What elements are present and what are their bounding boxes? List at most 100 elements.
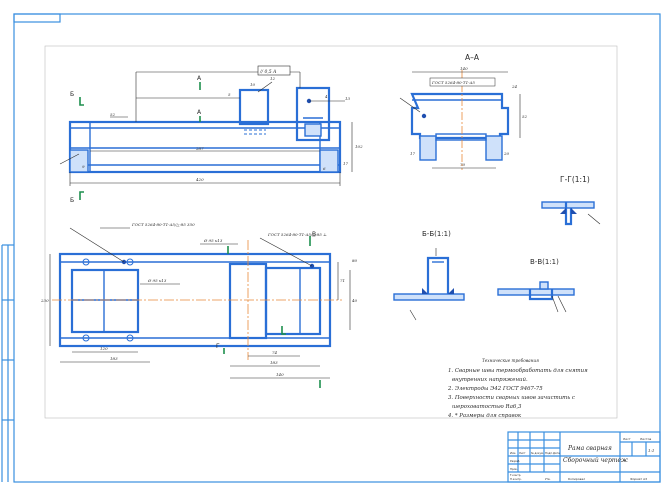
front-foot-right (319, 149, 339, 173)
section-b-title: Б-Б(1:1) (422, 230, 451, 238)
note-line: шероховатостью Ra6,3 (452, 404, 522, 410)
section-letter-b: Б (70, 197, 74, 204)
title-header-cell: № докум. (531, 452, 544, 455)
leader-line (399, 97, 421, 113)
section-marker-b-top (79, 97, 84, 106)
leader-line (409, 309, 417, 321)
bolt-hole (126, 334, 134, 342)
dim-height: 102 (355, 144, 363, 149)
leader-line (587, 213, 601, 225)
dim-right: 71 (340, 278, 345, 283)
dim-width: 140 (460, 66, 468, 71)
technical-notes: Технические требования 1. Сварные швы те… (447, 358, 588, 419)
weld-fillet (571, 208, 577, 214)
plan-weld-note-small: Ø 95 к13 (203, 238, 223, 243)
dim-small: 52 (110, 112, 116, 117)
weld-point-marker (421, 113, 427, 119)
title-row-label: Утв. (545, 477, 551, 481)
dim-small: 17 (410, 151, 416, 156)
section-a-plate (435, 133, 487, 141)
dim-bottom: 120 (100, 346, 108, 351)
dim-bottom: 183 (270, 360, 278, 365)
title-header-cell: Изм. (510, 451, 516, 455)
weld-fillet (448, 288, 454, 294)
plan-weld-note-right: ГОСТ 5264-80-Т1-Δ5/△-85 ⊥ (267, 232, 327, 237)
title-header-cell: Лист (519, 451, 526, 455)
dim-small: 13 (345, 96, 351, 101)
leader-line (59, 153, 80, 165)
plan-weld-note-small: Ø 95 к13 (147, 278, 167, 283)
section-a-weld-box (429, 77, 496, 87)
section-v-rib (528, 289, 554, 301)
front-upright-left (238, 88, 270, 126)
dim-small: 52 (522, 114, 528, 119)
section-marker-v (281, 326, 286, 335)
dim-small: 6 (323, 166, 326, 171)
note-line: 3. Поверхности сварных швов зачистить с (448, 395, 575, 401)
title-row-label: Н.контр. (510, 477, 522, 481)
front-upright-right (295, 86, 331, 142)
section-v-plate (497, 288, 575, 296)
sheet-outer-frame (13, 13, 661, 483)
plan-inner-frame-left (70, 268, 140, 334)
dim-small: 12 (270, 76, 276, 81)
section-g-plate (541, 201, 595, 209)
dim-inner-length: 287 (195, 146, 204, 151)
title-block: Изм. Лист № докум. Подп. Дата Разраб. Пр… (507, 431, 661, 483)
dim-small: 10 (250, 82, 256, 87)
note-line: 2. Электроды Э42 ГОСТ 9467-75 (447, 386, 543, 392)
title-header-cell: Дата (553, 451, 560, 455)
leader-line (259, 237, 313, 267)
note-line: внутренних напряжений. (452, 377, 528, 383)
section-b-base (393, 293, 465, 301)
dim-small: 24 (511, 84, 518, 89)
dim-bottom: 140 (276, 372, 284, 377)
dim-small: 5 (228, 92, 231, 97)
dim-small: 9 (82, 164, 85, 169)
sheet-corner-stamp (13, 13, 61, 23)
weld-fillet (422, 288, 428, 294)
dim-width: 230 (40, 298, 49, 303)
dim-right: 80 (352, 258, 358, 263)
section-g-title: Г-Г(1:1) (560, 175, 590, 184)
section-letter-a: А (197, 75, 202, 82)
leader-line (557, 295, 567, 313)
section-v-block (539, 281, 549, 290)
scale-value: 1:1 (648, 448, 654, 453)
dim-right: 40 (351, 298, 358, 303)
sheets-label: Листов (640, 437, 651, 441)
dim-overall-length: 420 (195, 177, 204, 182)
dim-small: 20 (503, 151, 510, 156)
title-header-cell: Подп. (545, 451, 553, 455)
title-row-label: Пров. (510, 467, 518, 471)
note-line: 1. Сварные швы термообработать для сняти… (448, 367, 588, 374)
note-line: 4. * Размеры для справок (447, 413, 522, 419)
section-a-foot-right (485, 135, 503, 161)
section-letter-v: В (312, 231, 316, 238)
section-v-title: В-В(1:1) (530, 258, 559, 266)
section-letter-g: Г (216, 343, 220, 350)
section-a-title: А–А (465, 53, 480, 62)
section-marker-b-bottom (79, 191, 84, 200)
drawing-subtitle: Сборочный чертеж (563, 457, 628, 464)
section-v-v: В-В(1:1) (497, 258, 575, 313)
section-a-a: А–А 140 ГОСТ 5264-80-Т1-Δ5 70 52 24 17 2… (399, 53, 528, 170)
title-block-frame (507, 431, 661, 483)
dim-small: 4 (324, 94, 328, 99)
section-a-foot-left (419, 135, 437, 161)
bolt-hole (82, 334, 90, 342)
leader-line (69, 227, 125, 263)
section-b-b: Б-Б(1:1) (393, 230, 465, 321)
plan-weld-note-left: ГОСТ 5264-80-Т1-Δ5/△-85 350 (131, 222, 195, 227)
title-row-label: Т.контр. (510, 473, 521, 477)
front-upright-hatch (304, 123, 322, 137)
notes-heading: Технические требования (482, 358, 539, 363)
footer-right: Формат А3 (630, 477, 647, 481)
front-view: 420 287 102 // 0,5 А 52 9 5 4 13 6 17 12… (59, 65, 363, 204)
weld-fillet (560, 208, 566, 214)
bolt-hole (82, 258, 90, 266)
section-a-weld-note: ГОСТ 5264-80-Т1-Δ5 (431, 80, 475, 85)
drawing-title: Рама сварная (567, 445, 612, 452)
plan-view: ГОСТ 5264-80-Т1-Δ5/△-85 350 ГОСТ 5264-80… (40, 222, 358, 388)
